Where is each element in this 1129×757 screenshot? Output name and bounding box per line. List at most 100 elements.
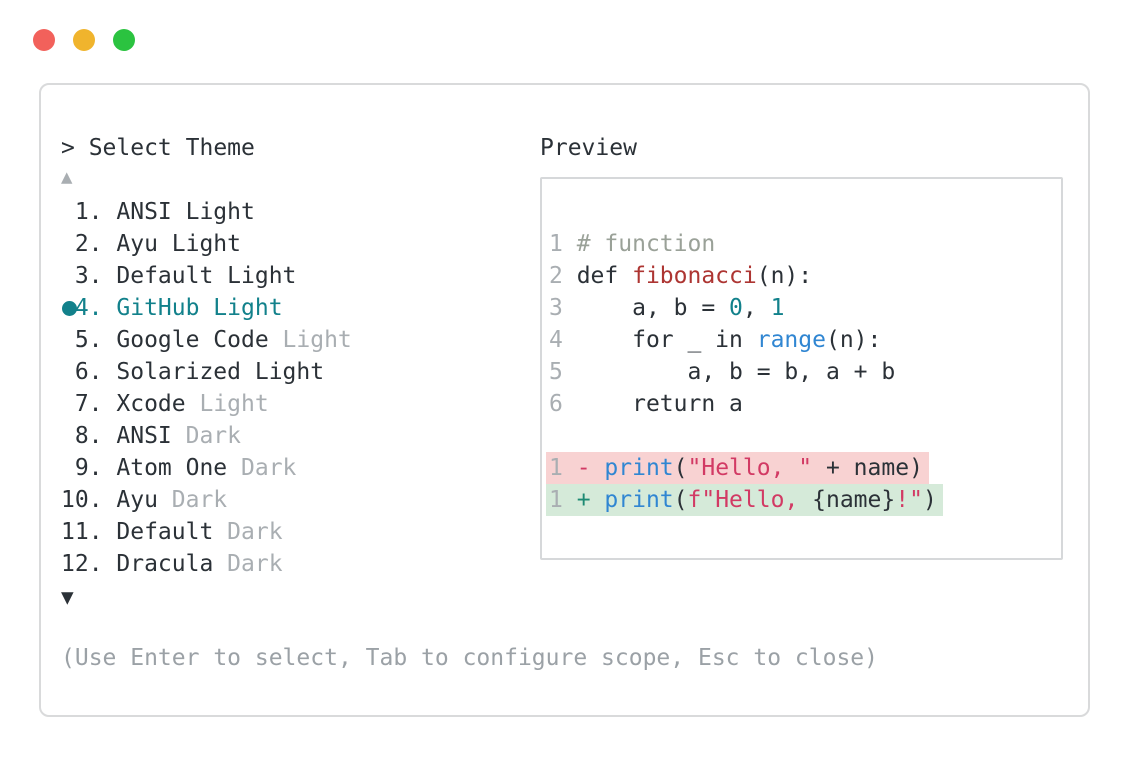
token-plain: a, b = b, a + b bbox=[576, 359, 896, 385]
theme-item-ansi-light[interactable]: 1. ANSI Light bbox=[41, 196, 501, 228]
token-builtin: print bbox=[604, 487, 674, 513]
token-plain: {name} bbox=[812, 487, 896, 513]
theme-item-ansi[interactable]: 8. ANSI Dark bbox=[41, 420, 501, 452]
theme-item-number: 10. bbox=[61, 487, 103, 513]
token-string: !" bbox=[895, 487, 923, 513]
theme-item-label: Ayu Light bbox=[116, 231, 241, 257]
code-line-4: 4 for _ in range(n): bbox=[549, 324, 1061, 356]
token-diffminus: - bbox=[576, 455, 605, 481]
token-plain: (n): bbox=[825, 327, 882, 353]
theme-item-solarized-light[interactable]: 6. Solarized Light bbox=[41, 356, 501, 388]
theme-item-default[interactable]: 11. Default Dark bbox=[41, 516, 501, 548]
theme-item-label: Default Light bbox=[116, 263, 297, 289]
diff-highlight-removed: 1- print("Hello, " + name) bbox=[546, 452, 929, 484]
theme-item-ayu-light[interactable]: 2. Ayu Light bbox=[41, 228, 501, 260]
line-number: 1 bbox=[549, 231, 563, 257]
line-number: 1 bbox=[549, 487, 563, 513]
code-line-3: 3 a, b = 0, 1 bbox=[549, 292, 1061, 324]
token-builtin: range bbox=[756, 327, 826, 353]
theme-item-github-light[interactable]: 4. GitHub Light bbox=[41, 292, 501, 324]
code-line-7 bbox=[549, 420, 1061, 452]
token-plain: a, b = bbox=[576, 295, 730, 321]
theme-item-number: 11. bbox=[61, 519, 103, 545]
token-number: 1 bbox=[770, 295, 785, 321]
theme-item-label: Solarized Light bbox=[116, 359, 325, 385]
window-controls bbox=[33, 29, 135, 51]
code-line-5: 5 a, b = b, a + b bbox=[549, 356, 1061, 388]
theme-item-variant: Dark bbox=[227, 551, 283, 577]
theme-item-label: Ayu bbox=[116, 487, 158, 513]
line-number: 4 bbox=[549, 327, 563, 353]
diff-highlight-added: 1 + print(f"Hello, {name}!") bbox=[546, 484, 943, 516]
line-number: 2 bbox=[549, 263, 563, 289]
diff-line-removed: 1- print("Hello, " + name) bbox=[546, 452, 1061, 484]
theme-item-number: 2. bbox=[74, 231, 103, 257]
theme-item-atom-one[interactable]: 9. Atom One Dark bbox=[41, 452, 501, 484]
picker-title: > Select Theme bbox=[61, 135, 255, 161]
token-diffplus: + bbox=[576, 487, 605, 513]
traffic-light-minimize-button[interactable] bbox=[73, 29, 95, 51]
theme-item-label: GitHub Light bbox=[116, 295, 283, 321]
theme-list: 1. ANSI Light 2. Ayu Light 3. Default Light 4.… bbox=[41, 196, 501, 580]
theme-item-number: 1. bbox=[74, 199, 103, 225]
line-number: 3 bbox=[549, 295, 563, 321]
theme-item-number: 6. bbox=[74, 359, 103, 385]
scroll-down-indicator[interactable]: ▼ bbox=[61, 585, 74, 609]
code-line-6: 6 return a bbox=[549, 388, 1061, 420]
theme-item-number: 3. bbox=[74, 263, 103, 289]
theme-item-default-light[interactable]: 3. Default Light bbox=[41, 260, 501, 292]
theme-item-number: 12. bbox=[61, 551, 103, 577]
theme-item-variant: Light bbox=[199, 391, 269, 417]
diff-line-added: 1 + print(f"Hello, {name}!") bbox=[546, 484, 1061, 516]
code-line-2: 2 def fibonacci(n): bbox=[549, 260, 1061, 292]
theme-item-label: Atom One bbox=[116, 455, 228, 481]
token-plain: ( bbox=[673, 455, 688, 481]
line-number: 1 bbox=[549, 455, 563, 481]
theme-item-label: Default bbox=[116, 519, 214, 545]
theme-item-number: 7. bbox=[74, 391, 103, 417]
theme-item-variant: Light bbox=[282, 327, 352, 353]
token-plain: for _ in bbox=[576, 327, 757, 353]
theme-item-xcode[interactable]: 7. Xcode Light bbox=[41, 388, 501, 420]
token-number: 0 bbox=[729, 295, 743, 321]
token-plain: def bbox=[576, 263, 633, 289]
line-number: 6 bbox=[549, 391, 563, 417]
theme-item-variant: Dark bbox=[171, 487, 228, 513]
token-plain: ( bbox=[673, 487, 688, 513]
theme-item-variant: Dark bbox=[227, 519, 283, 545]
theme-item-number: 8. bbox=[74, 423, 103, 449]
theme-item-number: 4. bbox=[74, 295, 103, 321]
theme-item-ayu[interactable]: 10. Ayu Dark bbox=[41, 484, 501, 516]
token-string: "Hello, " bbox=[687, 455, 813, 481]
theme-item-variant: Dark bbox=[185, 423, 241, 449]
theme-item-number: 5. bbox=[74, 327, 103, 353]
token-comment: # function bbox=[576, 231, 716, 257]
theme-item-variant: Dark bbox=[241, 455, 297, 481]
traffic-light-close-button[interactable] bbox=[33, 29, 55, 51]
theme-item-number: 9. bbox=[74, 455, 103, 481]
token-funcname: fibonacci bbox=[632, 263, 757, 289]
scroll-up-indicator[interactable]: ▲ bbox=[61, 166, 73, 188]
token-plain: , bbox=[742, 295, 771, 321]
selected-bullet-icon bbox=[62, 301, 77, 316]
theme-item-label: Google Code bbox=[116, 327, 269, 353]
theme-item-label: ANSI Light bbox=[116, 199, 255, 225]
theme-item-label: Xcode bbox=[116, 391, 186, 417]
code-line-1: 1 # function bbox=[549, 228, 1061, 260]
token-plain: + name) bbox=[812, 455, 923, 481]
traffic-light-zoom-button[interactable] bbox=[113, 29, 135, 51]
line-number: 5 bbox=[549, 359, 563, 385]
token-plain: return a bbox=[576, 391, 743, 417]
theme-item-google-code[interactable]: 5. Google Code Light bbox=[41, 324, 501, 356]
token-builtin: print bbox=[604, 455, 674, 481]
theme-item-label: ANSI bbox=[116, 423, 172, 449]
token-plain: ) bbox=[922, 487, 937, 513]
keyboard-hint: (Use Enter to select, Tab to configure s… bbox=[61, 645, 878, 671]
token-string: f"Hello, bbox=[687, 487, 813, 513]
token-plain: (n): bbox=[756, 263, 813, 289]
